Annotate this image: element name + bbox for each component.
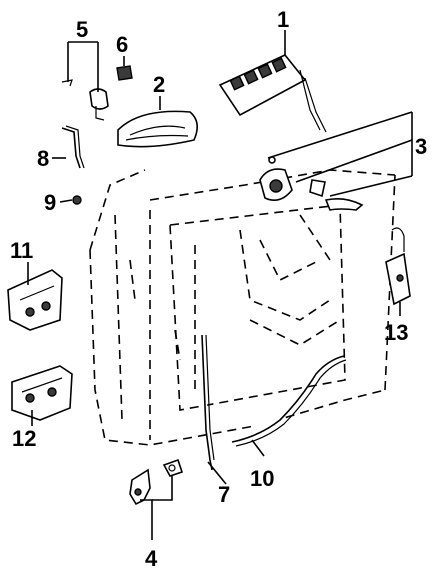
callout-1: 1 [277,7,289,32]
callout-12: 12 [12,426,36,451]
callout-5: 5 [76,17,88,42]
part-lock-cluster [259,156,364,211]
callout-9: 9 [44,190,56,215]
part-rod [201,334,215,471]
callout-10: 10 [250,466,274,491]
part-cable [231,355,347,447]
part-upper-hinge [7,269,63,331]
callout-2: 2 [153,72,165,97]
callout-6: 6 [116,32,128,57]
part-lock-cylinder [61,79,109,121]
door-panel-outline [89,169,396,446]
leader-lines [27,30,413,540]
part-inside-handle [117,110,198,148]
callout-7: 7 [218,482,230,507]
callout-11: 11 [10,238,33,263]
part-bent-rod [61,125,85,169]
part-retainer [116,65,133,81]
callout-13: 13 [384,320,408,345]
part-lower-hinge [11,365,73,421]
callout-labels: 1 2 3 4 5 6 7 8 9 10 11 12 13 [10,7,427,571]
part-actuator [385,227,411,306]
callout-4: 4 [145,546,158,571]
callout-3: 3 [415,134,427,159]
callout-8: 8 [37,146,49,171]
part-brackets [129,458,184,506]
part-window-switch [218,54,327,133]
part-grommet [72,195,82,205]
